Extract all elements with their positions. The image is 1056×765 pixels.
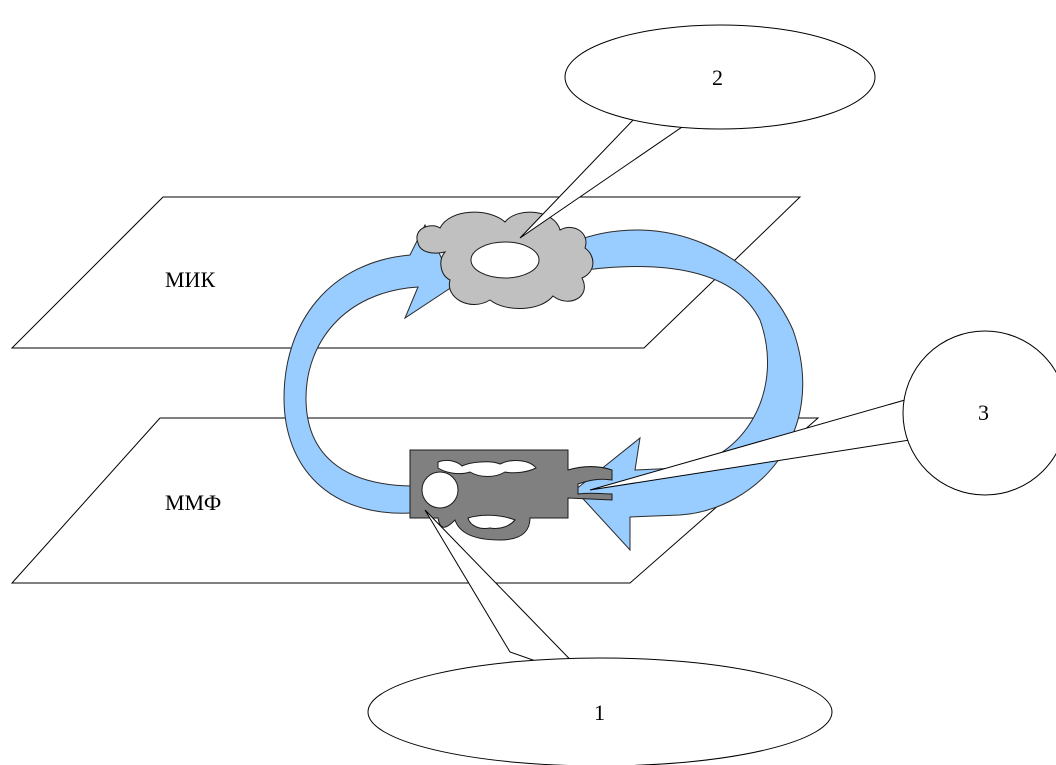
- lower-plane-label: ММФ: [165, 490, 221, 515]
- lower-puzzle-bottom-cutout: [467, 514, 516, 529]
- callout-3-bubble: [902, 330, 1056, 496]
- callout-2-bubble: [564, 24, 876, 130]
- lower-puzzle-round-hole: [421, 471, 459, 509]
- callout-2-label: 2: [712, 65, 723, 90]
- upper-flower-hole: [470, 241, 540, 279]
- callout-3-label: 3: [978, 400, 989, 425]
- callout-1-label: 1: [594, 700, 605, 725]
- callout-1-bubble: [367, 657, 833, 765]
- left-cycle-arrow: [283, 223, 456, 514]
- right-cycle-arrow: [569, 229, 804, 552]
- upper-plane-label: МИК: [165, 267, 215, 292]
- lower-puzzle-top-cutout: [437, 459, 537, 477]
